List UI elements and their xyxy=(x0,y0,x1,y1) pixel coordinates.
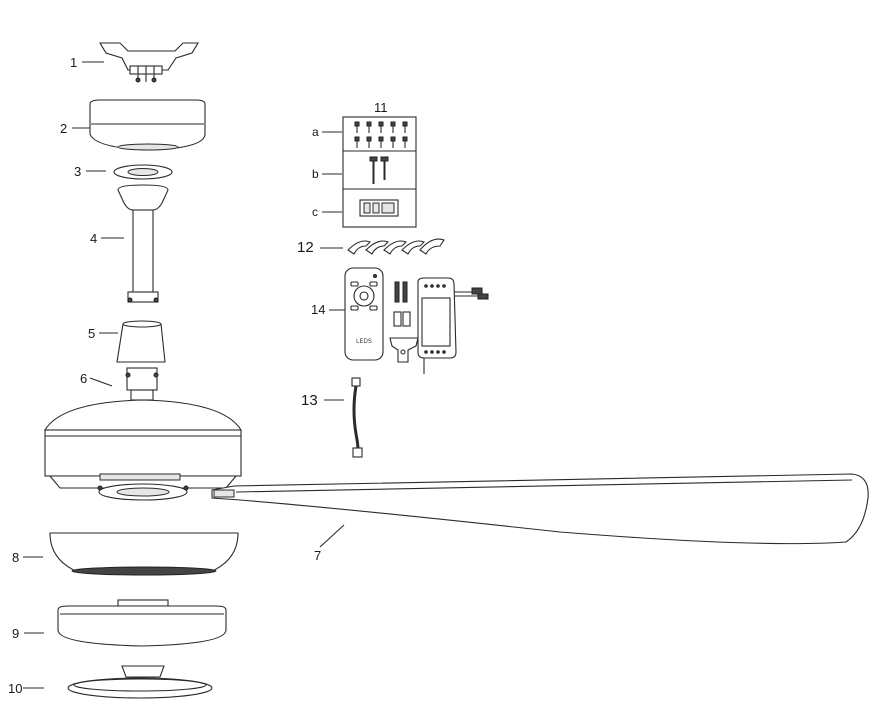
batteries xyxy=(393,281,411,327)
part-1-mounting-bracket xyxy=(99,42,199,83)
callout-7: 7 xyxy=(314,548,321,563)
callout-10: 10 xyxy=(8,681,22,696)
callout-14: 14 xyxy=(311,302,325,317)
part-8-light-bowl xyxy=(49,532,239,576)
callout-13: 13 xyxy=(301,392,318,409)
receiver-unit xyxy=(417,277,489,374)
part-12-blade-clips xyxy=(347,238,445,255)
callout-11a: a xyxy=(312,125,319,139)
callout-5: 5 xyxy=(88,326,95,341)
part-6-motor-collar xyxy=(125,367,159,401)
part-3-ring xyxy=(113,164,173,180)
part-4-downrod xyxy=(117,184,169,303)
remote-holder xyxy=(389,337,419,363)
part-11-hardware-kit xyxy=(342,116,417,228)
small-screws xyxy=(354,121,408,148)
callout-8: 8 xyxy=(12,550,19,565)
part-10-diffuser xyxy=(67,665,213,699)
callout-2: 2 xyxy=(60,121,67,136)
leader-6 xyxy=(89,377,113,387)
callout-11b: b xyxy=(312,167,319,181)
callout-12: 12 xyxy=(297,239,314,256)
part-motor-housing xyxy=(44,399,242,501)
callout-4: 4 xyxy=(90,231,97,246)
part-14-remote-control: LEDS xyxy=(344,267,384,361)
callout-1: 1 xyxy=(70,55,77,70)
part-7-blade xyxy=(211,473,869,545)
wire-connector xyxy=(359,199,399,217)
part-2-canopy xyxy=(89,99,206,151)
callout-9: 9 xyxy=(12,626,19,641)
bolts xyxy=(369,156,389,184)
part-5-coupling-cover xyxy=(116,320,166,363)
part-9-led-plate xyxy=(57,599,227,647)
part-13-wire xyxy=(351,377,363,458)
remote-brand-text: LEDS xyxy=(356,339,372,345)
callout-11c: c xyxy=(312,205,318,219)
callout-3: 3 xyxy=(74,164,81,179)
callout-11: 11 xyxy=(374,100,388,115)
callout-6: 6 xyxy=(80,371,87,386)
leader-7 xyxy=(319,524,345,548)
